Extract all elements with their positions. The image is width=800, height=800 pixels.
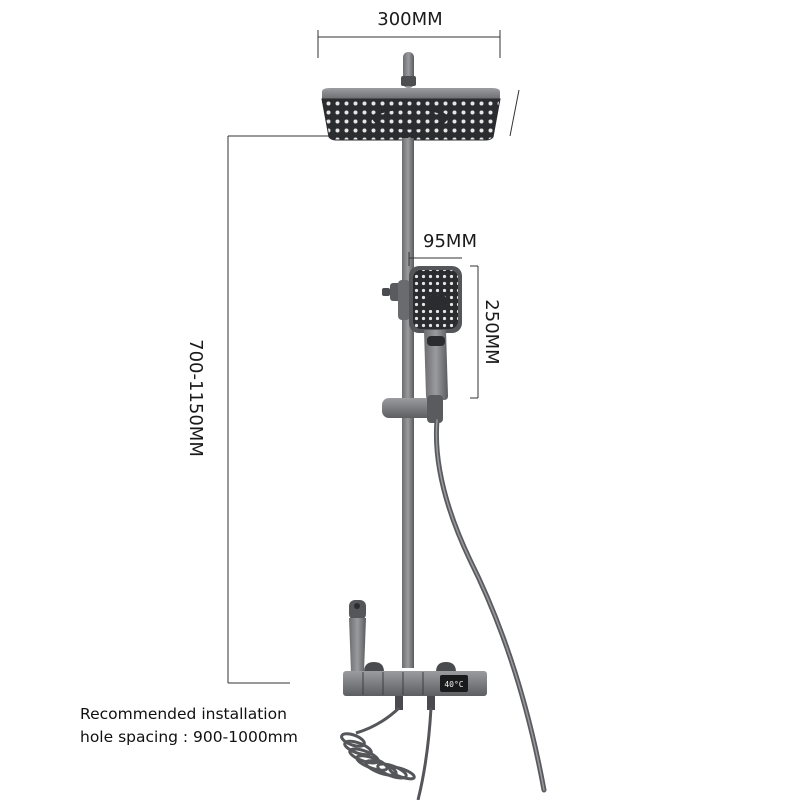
- coiled-hose: [340, 706, 433, 800]
- installation-note: Recommended installation hole spacing : …: [80, 703, 298, 749]
- mixer-panel: 40°C: [343, 662, 487, 710]
- head-depth-tick: [509, 89, 520, 137]
- bar-height-label: 700-1150MM: [185, 339, 206, 457]
- handheld-width-dimension: [408, 252, 462, 266]
- handheld-width-label: 95MM: [423, 231, 477, 252]
- slide-bracket: [382, 395, 443, 423]
- temperature-display: [440, 675, 468, 692]
- rain-shower-head: [321, 88, 501, 141]
- bidet-sprayer: [349, 600, 366, 672]
- handheld-holder: [382, 280, 410, 320]
- handheld-height-label: 250MM: [481, 299, 502, 364]
- installation-note-line1: Recommended installation: [80, 705, 287, 723]
- handheld-shower: [409, 266, 462, 400]
- top-width-label: 300MM: [377, 9, 442, 30]
- top-width-dimension: [317, 30, 501, 58]
- installation-note-line2: hole spacing : 900-1000mm: [80, 728, 298, 746]
- shower-arm: [401, 52, 416, 88]
- handheld-height-dimension: [470, 265, 479, 399]
- bar-height-dimension: [227, 135, 340, 684]
- temperature-readout: 40°C: [444, 680, 463, 689]
